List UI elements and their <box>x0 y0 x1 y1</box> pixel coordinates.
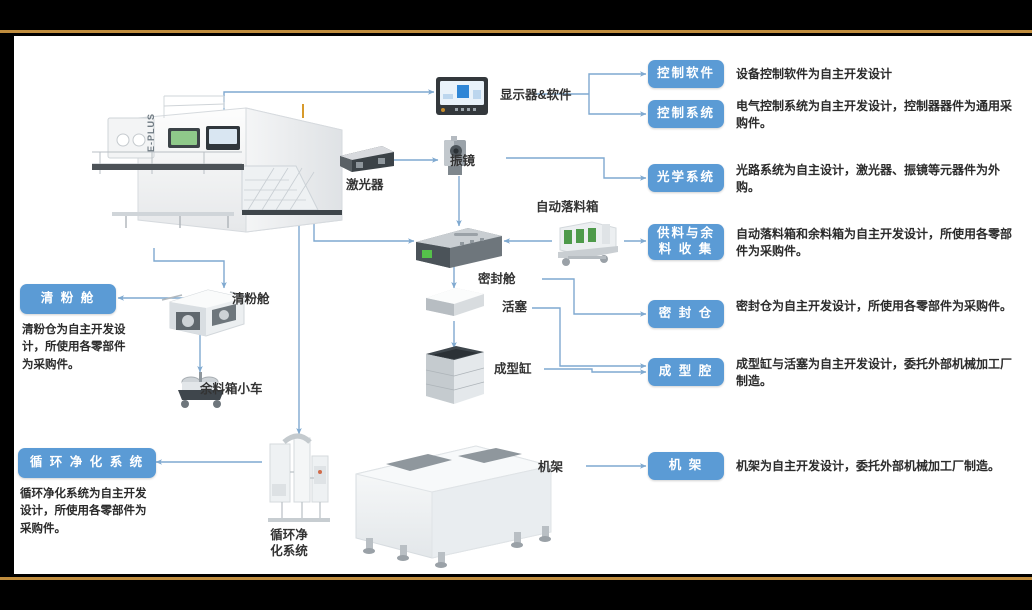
pill-line: 供料与余 <box>656 226 715 241</box>
description-control-software: 设备控制软件为自主开发设计 <box>736 67 893 81</box>
machine-frame-illustration <box>355 445 552 568</box>
pill-sealed-chamber[interactable]: 密 封 仓 <box>648 300 724 328</box>
caption-sealed-chamber: 密封舱 <box>478 272 516 286</box>
pill-line: 控制系统 <box>656 106 715 121</box>
pill-line: 成 型 腔 <box>658 364 714 379</box>
pill-powder-cleaning-chamber[interactable]: 清 粉 舱 <box>20 284 116 314</box>
pill-circulation-purification-system[interactable]: 循 环 净 化 系 统 <box>18 448 156 478</box>
caption-machine-frame: 机架 <box>538 460 564 474</box>
top-accent-rule <box>0 30 1032 33</box>
caption-powder-clean-chamber: 清粉舱 <box>232 292 270 306</box>
caption-circulation-purification: 循环净化系统 <box>270 528 308 558</box>
forming-cylinder-illustration <box>425 346 485 404</box>
residue-box-cart-illustration <box>178 372 224 408</box>
description-control-system: 电气控制系统为自主开发设计，控制器器件为通用采购件。 <box>736 99 1013 131</box>
galvanometer-illustration <box>444 136 466 175</box>
powder-clean-chamber-illustration <box>161 289 251 337</box>
sealed-chamber-illustration <box>416 228 502 268</box>
pill-line: 循 环 净 化 系 统 <box>29 455 145 470</box>
description-optical-system: 光路系统为自主设计，激光器、振镜等元器件为外购。 <box>736 163 1001 195</box>
pill-feed-and-residue-collection[interactable]: 供料与余 料 收 集 <box>648 224 724 260</box>
pill-line: 清 粉 舱 <box>40 291 96 306</box>
description-sealed-chamber: 密封仓为自主开发设计，所使用各零部件为采购件。 <box>736 299 1013 313</box>
pill-line: 控制软件 <box>656 66 715 81</box>
pill-optical-system[interactable]: 光学系统 <box>648 164 724 192</box>
caption-galvanometer: 振镜 <box>450 154 476 168</box>
pill-forming-cavity[interactable]: 成 型 腔 <box>648 358 724 386</box>
main-machine-illustration: E-PLUS <box>92 95 343 233</box>
caption-display-software: 显示器&软件 <box>500 88 572 102</box>
description-circulation-purification-system: 循环净化系统为自主开发设计，所使用各零部件为采购件。 <box>20 488 147 535</box>
description-forming-cavity: 成型缸与活塞为自主开发设计，委托外部机械加工厂制造。 <box>736 357 1013 389</box>
bottom-accent-rule <box>0 577 1032 580</box>
display-illustration <box>436 77 488 115</box>
pill-line: 密 封 仓 <box>658 306 714 321</box>
pill-machine-frame[interactable]: 机 架 <box>648 452 724 480</box>
caption-piston: 活塞 <box>502 300 528 314</box>
laser-illustration <box>340 146 394 172</box>
caption-residue-box-cart: 余料箱小车 <box>200 382 263 396</box>
piston-illustration <box>426 288 484 316</box>
caption-auto-drop-box: 自动落料箱 <box>536 200 599 214</box>
svg-text:E-PLUS: E-PLUS <box>146 113 156 152</box>
auto-drop-box-illustration <box>558 221 618 266</box>
circulation-purification-illustration <box>268 433 330 522</box>
pill-control-system[interactable]: 控制系统 <box>648 100 724 128</box>
pill-control-software[interactable]: 控制软件 <box>648 60 724 88</box>
caption-forming-cylinder: 成型缸 <box>494 362 532 376</box>
pill-line: 机 架 <box>668 458 704 473</box>
description-feed-and-residue-collection: 自动落料箱和余料箱为自主开发设计，所使用各零部件为采购件。 <box>736 227 1013 259</box>
diagram-canvas: E-PLUS <box>14 36 1032 574</box>
pill-line: 光学系统 <box>656 170 715 185</box>
caption-laser: 激光器 <box>346 178 384 192</box>
description-powder-cleaning-chamber: 清粉仓为自主开发设计，所使用各零部件为采购件。 <box>22 324 126 371</box>
pill-line: 料 收 集 <box>658 242 714 256</box>
description-machine-frame: 机架为自主开发设计，委托外部机械加工厂制造。 <box>736 459 1001 473</box>
